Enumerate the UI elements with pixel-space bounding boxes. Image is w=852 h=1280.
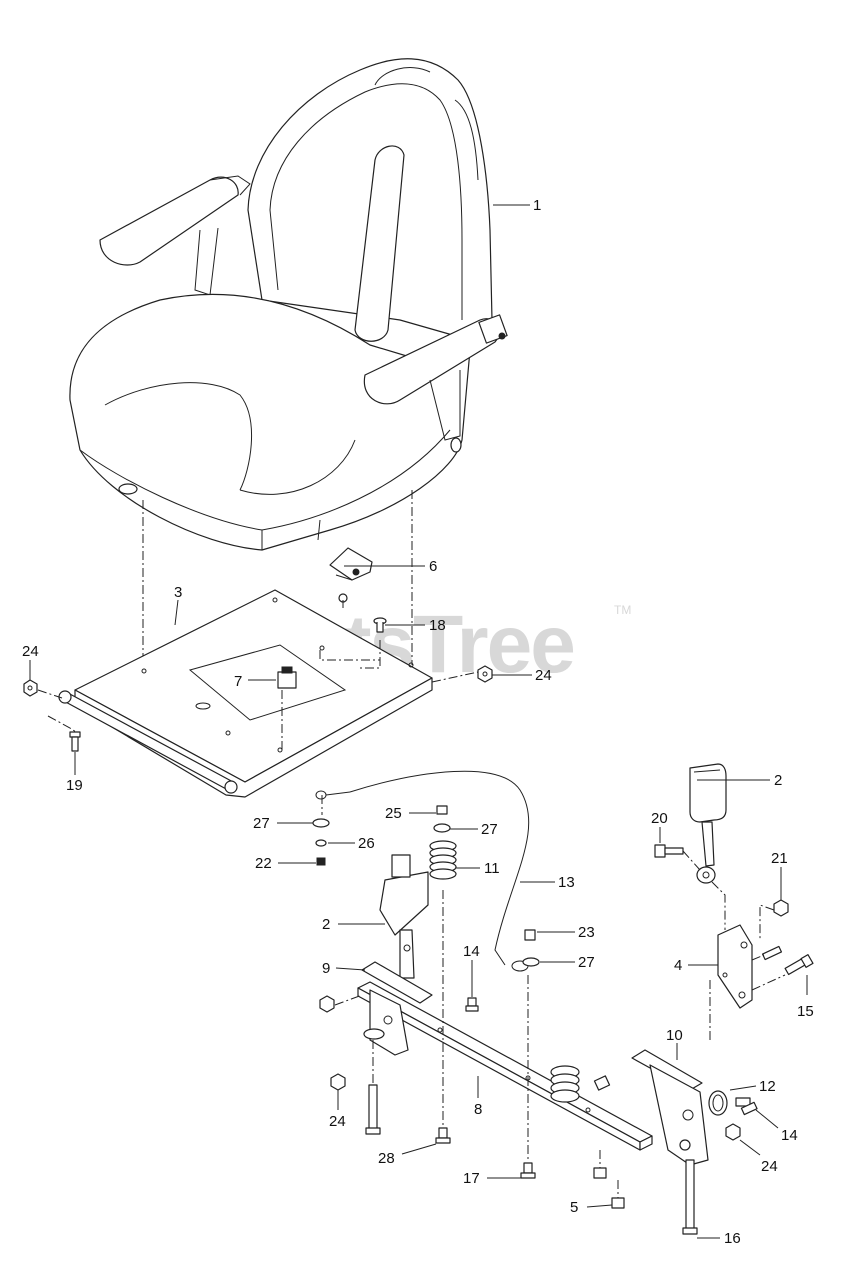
callout-28: 28 xyxy=(378,1150,395,1167)
callout-1: 1 xyxy=(533,197,541,214)
bolt-12 xyxy=(735,1097,751,1107)
callout-27: 27 xyxy=(481,821,498,838)
bolt-14-lower xyxy=(740,1101,758,1116)
callout-27: 27 xyxy=(578,954,595,971)
clip-5b xyxy=(611,1197,625,1209)
callout-26: 26 xyxy=(358,835,375,852)
seat-plate xyxy=(58,589,433,798)
washer-26 xyxy=(315,839,327,847)
callout-23: 23 xyxy=(578,924,595,941)
callout-27: 27 xyxy=(253,815,270,832)
callout-9: 9 xyxy=(322,960,330,977)
nut-24-lower xyxy=(330,1073,346,1091)
seat xyxy=(69,58,508,551)
bolt-19 xyxy=(69,731,81,752)
callout-20: 20 xyxy=(651,810,668,827)
spring-11 xyxy=(429,840,457,880)
bolt-4a xyxy=(761,945,783,961)
seat-rail-8 xyxy=(357,981,653,1151)
washer-27-mid xyxy=(433,823,451,833)
callout-19: 19 xyxy=(66,777,83,794)
seat-belt-buckle-left xyxy=(379,854,429,979)
callout-10: 10 xyxy=(666,1027,683,1044)
callout-24: 24 xyxy=(535,667,552,684)
nut-24-rail xyxy=(319,995,335,1013)
spring-lower xyxy=(550,1065,580,1103)
callout-25: 25 xyxy=(385,805,402,822)
nut-23 xyxy=(524,929,536,941)
callout-13: 13 xyxy=(558,874,575,891)
nut-25 xyxy=(436,805,448,815)
callout-2: 2 xyxy=(322,916,330,933)
callout-21: 21 xyxy=(771,850,788,867)
callout-5: 5 xyxy=(570,1199,578,1216)
callout-8: 8 xyxy=(474,1101,482,1118)
nut-rail-clip xyxy=(593,1075,611,1091)
bolt-28 xyxy=(435,1127,451,1144)
nut-24-left xyxy=(23,679,38,697)
clip-5a xyxy=(593,1167,607,1179)
callout-12: 12 xyxy=(759,1078,776,1095)
nut-22 xyxy=(316,857,326,866)
callout-15: 15 xyxy=(797,1003,814,1020)
seat-switch xyxy=(277,666,297,689)
callout-2: 2 xyxy=(774,772,782,789)
bolt-14-upper xyxy=(465,997,479,1012)
callout-18: 18 xyxy=(429,617,446,634)
seat-belt-buckle-right xyxy=(689,763,727,884)
callout-11: 11 xyxy=(484,860,500,877)
callout-17: 17 xyxy=(463,1170,480,1187)
belt-bracket-4 xyxy=(717,924,753,1009)
callout-24: 24 xyxy=(761,1158,778,1175)
callout-16: 16 xyxy=(724,1230,741,1247)
bracket-6 xyxy=(329,547,373,603)
bolt-16 xyxy=(682,1159,698,1235)
pivot-bracket-10 xyxy=(631,1049,728,1166)
bolt-15 xyxy=(784,954,814,976)
callout-22: 22 xyxy=(255,855,272,872)
bolt-20 xyxy=(654,844,684,858)
nut-24-right xyxy=(477,665,493,683)
nut-21 xyxy=(773,899,789,917)
callout-14: 14 xyxy=(463,943,480,960)
bolt-long xyxy=(365,1084,381,1135)
bolt-17 xyxy=(520,1162,536,1179)
callout-24: 24 xyxy=(22,643,39,660)
callout-4: 4 xyxy=(674,957,682,974)
washer-27-left xyxy=(312,818,330,828)
washer-27-right xyxy=(522,957,540,967)
nut-24-right-lower xyxy=(725,1123,741,1141)
pin-18 xyxy=(373,617,387,633)
rail-bracket-9 xyxy=(361,961,433,1056)
callout-24: 24 xyxy=(329,1113,346,1130)
callout-6: 6 xyxy=(429,558,437,575)
callout-14: 14 xyxy=(781,1127,798,1144)
callout-7: 7 xyxy=(234,673,242,690)
watermark-trademark: TM xyxy=(614,603,631,617)
callout-3: 3 xyxy=(174,584,182,601)
